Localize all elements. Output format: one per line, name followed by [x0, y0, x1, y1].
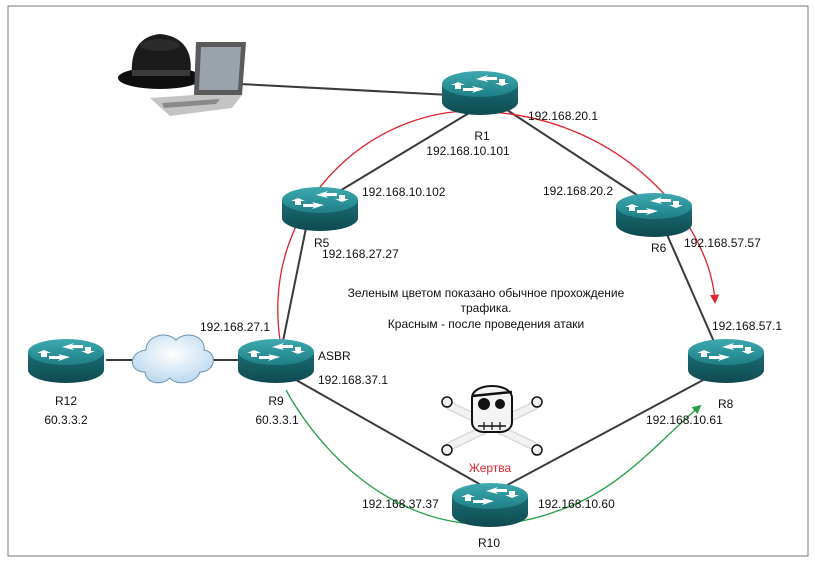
link-r6-r8 [664, 229, 716, 345]
router-icon-r5 [282, 187, 358, 231]
if-r8-r6: 192.168.57.1 [712, 319, 782, 333]
r12-name: R12 [55, 394, 77, 408]
router-icon-r6 [616, 193, 692, 237]
r1-name: R1 [474, 129, 490, 143]
link-r1-r5 [337, 109, 475, 193]
r9-role: ASBR [318, 349, 351, 363]
link-r5-r9 [281, 227, 307, 347]
router-icon-r1 [442, 71, 518, 115]
if-r5-r1: 192.168.10.102 [362, 185, 446, 199]
link-laptop-r1 [239, 83, 451, 96]
if-r10-r8: 192.168.10.60 [538, 497, 615, 511]
r9-name: R9 [268, 394, 284, 408]
cloud-icon [131, 334, 214, 384]
if-r6-r8: 192.168.57.57 [684, 236, 761, 250]
if-r9-r5: 192.168.27.1 [200, 320, 270, 334]
link-r10-r8 [497, 371, 719, 491]
legend-note: Зеленым цветом показано обычное прохожде… [348, 286, 625, 331]
r8-name: R8 [718, 397, 734, 411]
skull-crossbones-icon [441, 385, 543, 456]
link-r9-r10 [274, 367, 491, 491]
if-r8-r10: 192.168.10.61 [646, 413, 723, 427]
laptop-icon [150, 42, 246, 116]
router-icon-r8 [688, 339, 764, 383]
r9-ip: 60.3.3.1 [255, 413, 299, 427]
router-icon-r9 [238, 339, 314, 383]
diagram-frame [7, 5, 809, 557]
r10-name: R10 [478, 536, 500, 550]
r12-ip: 60.3.3.2 [44, 413, 88, 427]
if-r5-r9: 192.168.27.27 [322, 247, 399, 261]
if-r10-r9: 192.168.37.37 [362, 497, 439, 511]
link-r1-r6 [503, 107, 641, 198]
legend-line-3: Красным - после проведения атаки [388, 317, 584, 331]
router-icon-r12 [28, 339, 104, 383]
victim-label: Жертва [469, 461, 512, 475]
legend-line-1: Зеленым цветом показано обычное прохожде… [348, 286, 625, 300]
r5-name: R5 [314, 236, 330, 250]
r1-ip: 192.168.10.101 [426, 144, 510, 158]
if-r1-r6: 192.168.20.1 [528, 109, 598, 123]
attacker-hat-icon [118, 34, 202, 89]
if-r6-r1: 192.168.20.2 [543, 184, 613, 198]
router-icon-r10 [452, 483, 528, 527]
r6-name: R6 [651, 241, 667, 255]
if-r9-r10: 192.168.37.1 [318, 373, 388, 387]
legend-line-2: трафика. [461, 301, 512, 315]
